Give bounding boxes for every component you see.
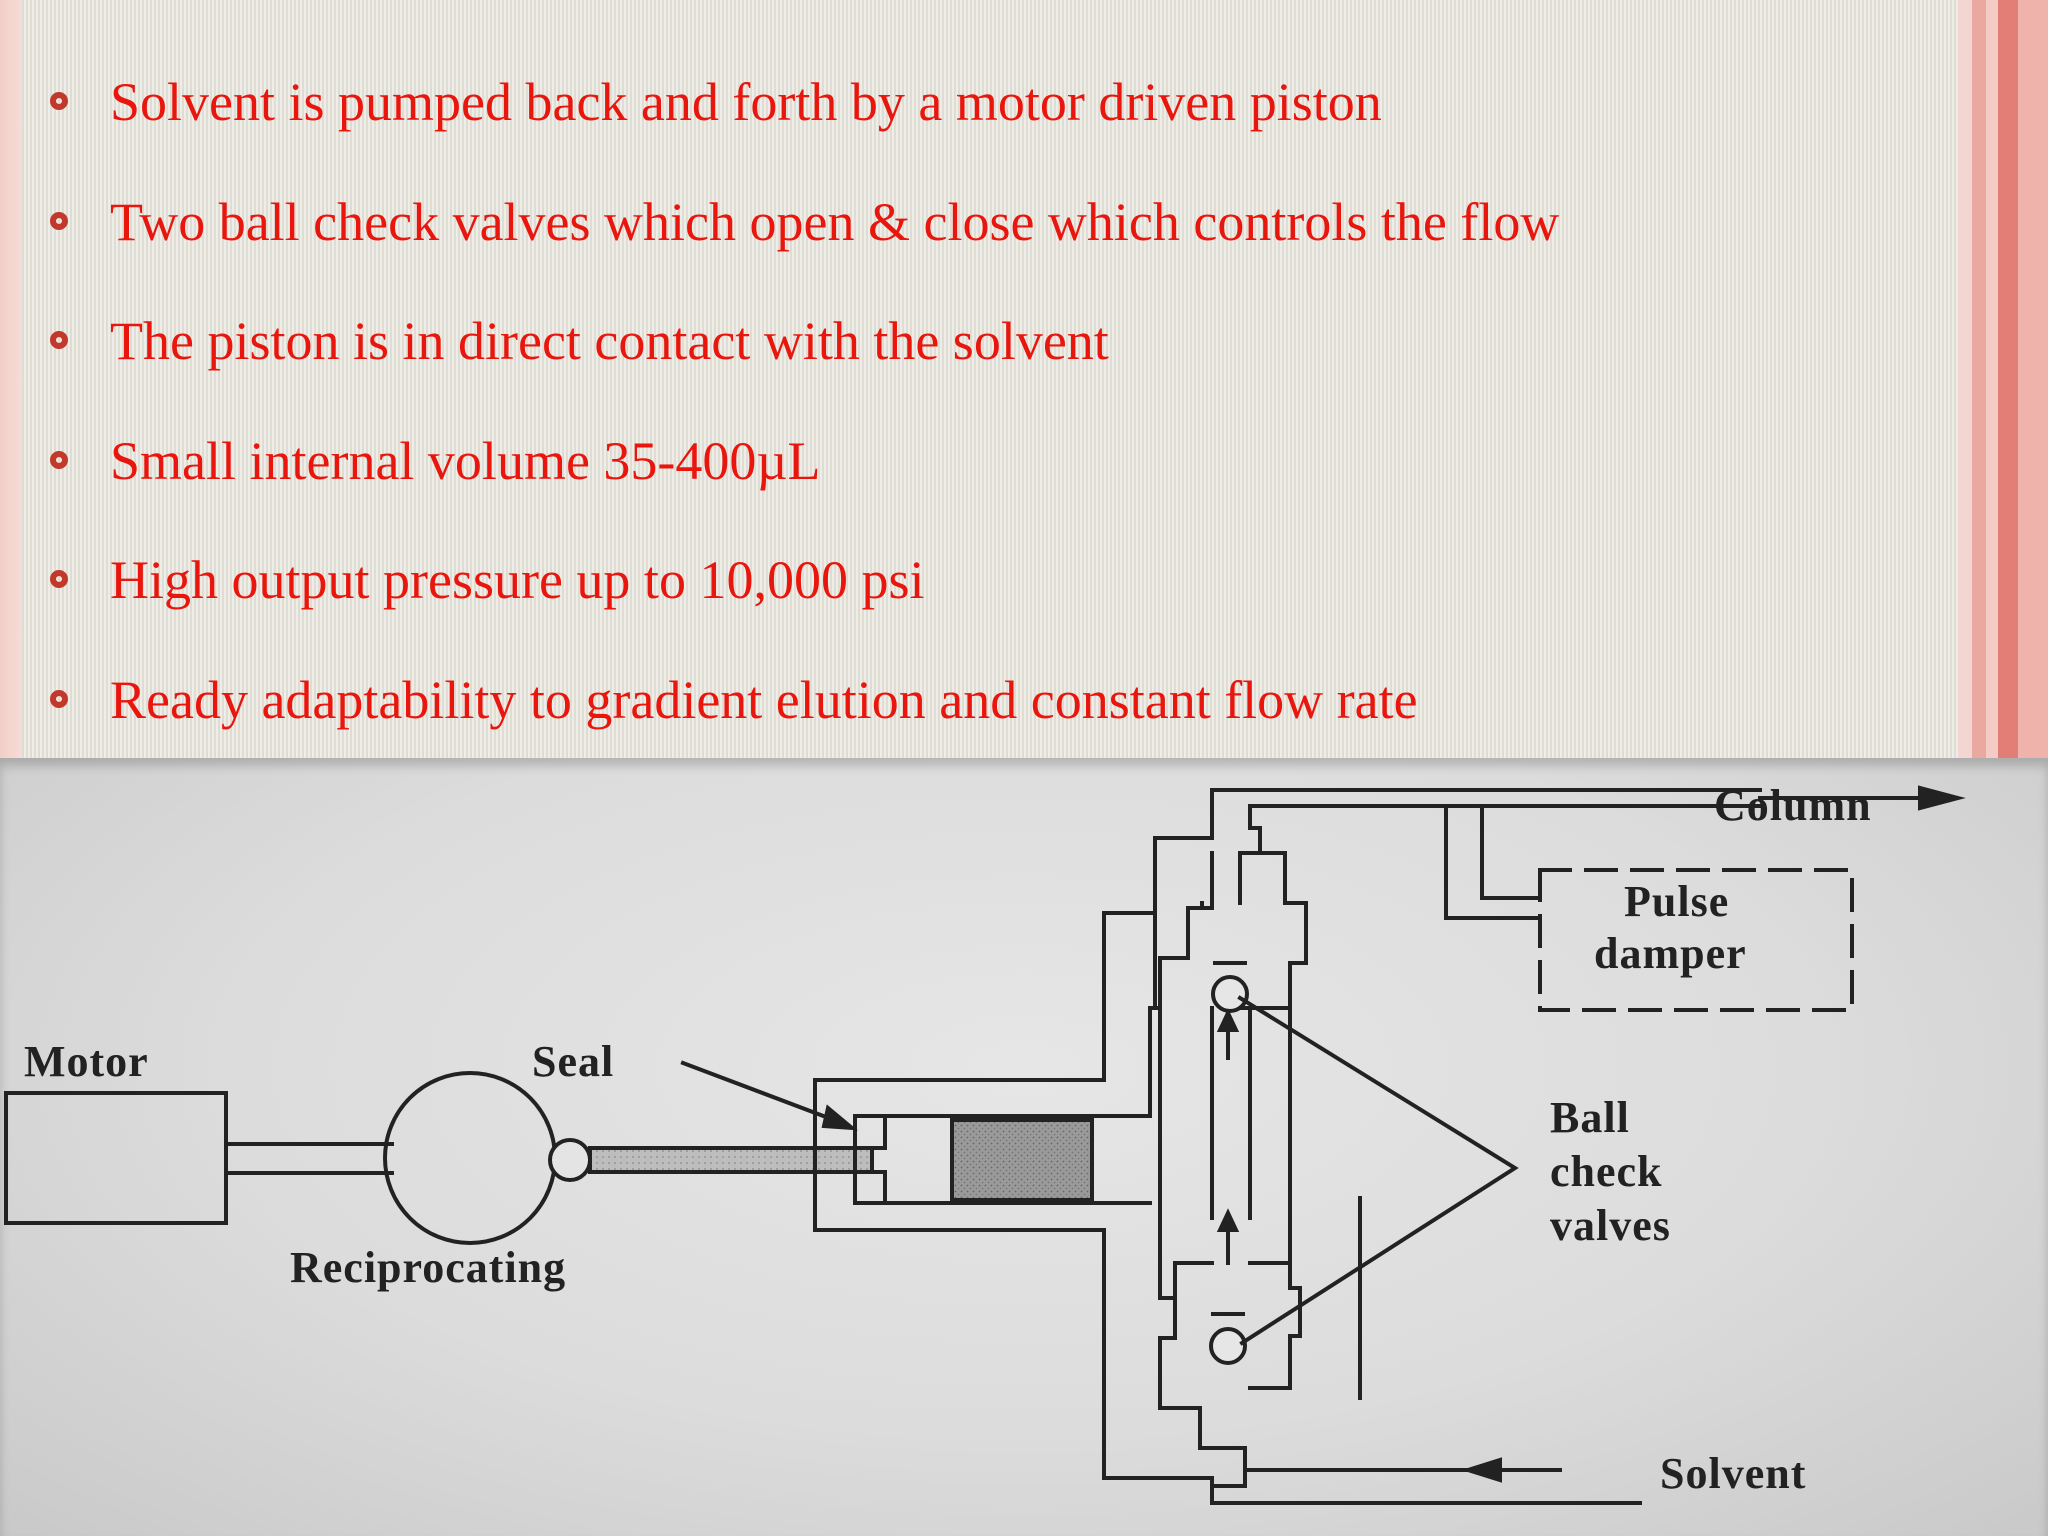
piston-head — [950, 1118, 1094, 1202]
bullet-text: Two ball check valves which open & close… — [110, 191, 1560, 252]
ball-check-label: Ball — [1550, 1093, 1630, 1142]
reciprocating-label: Reciprocating — [290, 1243, 567, 1292]
bullet-ring-icon — [50, 450, 68, 469]
motor-label: Motor — [24, 1037, 149, 1086]
upper-ball — [1211, 975, 1249, 1013]
flow-arrowhead — [1216, 1208, 1240, 1232]
upper-valve-housing — [1238, 851, 1308, 1010]
piston-rod — [588, 1146, 874, 1174]
bullet-list: Solvent is pumped back and forth by a mo… — [50, 60, 1930, 777]
pump-body — [813, 1078, 1106, 1232]
bullet-ring-icon — [50, 570, 68, 588]
pulse-damper-branch — [1444, 804, 1542, 920]
solvent-arrowhead — [1461, 1457, 1502, 1483]
bullet-ring-icon — [50, 689, 68, 708]
upper-valve-housing — [1248, 1006, 1302, 1390]
bullet-item: Ready adaptability to gradient elution a… — [50, 658, 1930, 778]
seal-pointer — [680, 1060, 845, 1126]
bullet-text: High output pressure up to 10,000 psi — [110, 550, 925, 610]
bullet-item: The piston is in direct contact with the… — [50, 299, 1930, 419]
ball-check-label: valves — [1550, 1201, 1671, 1250]
pulse-damper-branch — [1480, 804, 1542, 900]
motor-box — [4, 1091, 228, 1225]
bullet-item: Small internal volume 35-400µL — [50, 419, 1930, 539]
left-decor-strip — [0, 0, 22, 760]
column-arrowhead — [1918, 785, 1966, 811]
pulse-damper-label: Pulse — [1624, 877, 1730, 926]
seal-block — [853, 1170, 887, 1205]
upper-valve-housing — [1238, 804, 1762, 905]
bullet-item: High output pressure up to 10,000 psi — [50, 538, 1930, 658]
bullet-ring-icon — [50, 92, 68, 110]
column-label: Column — [1714, 781, 1872, 830]
pump-diagram — [4, 785, 1966, 1505]
right-decor-band — [1958, 0, 2048, 760]
bullet-text: Small internal volume 35-400µL — [110, 430, 821, 491]
flow-arrowhead — [1216, 1008, 1240, 1032]
pump-diagram-panel: Column Pulse damper Motor Seal Ball chec… — [0, 758, 2048, 1536]
ball-check-label: check — [1550, 1147, 1663, 1196]
solvent-inlet — [1210, 1446, 1247, 1488]
bullet-text: The piston is in direct contact with the… — [110, 311, 1109, 371]
channel-wall — [1148, 901, 1204, 1118]
pulse-damper-box — [1538, 868, 1854, 1012]
pump-chamber — [853, 1114, 1152, 1205]
reciprocating-wheel — [383, 1071, 557, 1245]
crank-pin — [548, 1138, 592, 1182]
bullet-ring-icon — [50, 211, 68, 230]
bullet-item: Two ball check valves which open & close… — [50, 180, 1930, 300]
upper-valve-housing — [1186, 851, 1214, 910]
seal-block — [853, 1114, 887, 1150]
bullet-text: Solvent is pumped back and forth by a mo… — [110, 72, 1382, 132]
ball-check-pointer — [1237, 995, 1519, 1346]
upper-valve-housing — [1158, 1006, 1247, 1450]
lower-valve-housing — [1173, 1261, 1214, 1300]
seal-arrowhead — [821, 1104, 859, 1131]
pulse-damper-label: damper — [1594, 929, 1747, 978]
bullet-ring-icon — [50, 331, 68, 349]
bullet-item: Solvent is pumped back and forth by a mo… — [50, 60, 1930, 180]
bullet-text: Ready adaptability to gradient elution a… — [110, 669, 1418, 730]
solvent-label: Solvent — [1660, 1449, 1807, 1498]
lower-ball — [1209, 1327, 1247, 1365]
seal-label: Seal — [532, 1037, 615, 1086]
